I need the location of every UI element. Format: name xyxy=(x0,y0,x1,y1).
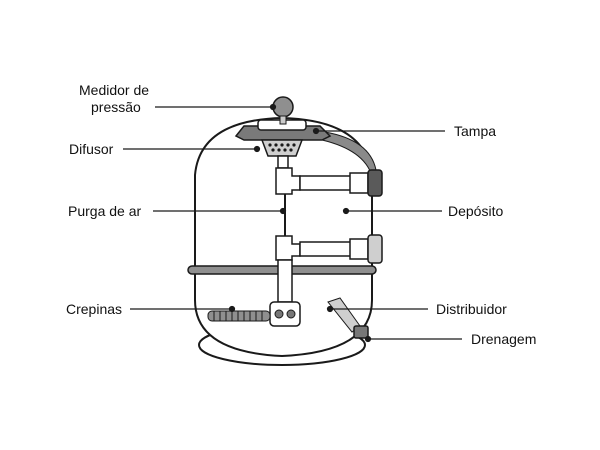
label-medidor-line1: Medidor de xyxy=(79,82,150,98)
hub-bolt-right xyxy=(286,309,296,319)
lower-pipe-coupling xyxy=(349,238,369,260)
label-purga: Purga de ar xyxy=(68,203,142,219)
leader-lines xyxy=(123,103,462,343)
upper-port xyxy=(367,169,383,197)
upper-pipe xyxy=(299,175,353,191)
diffuser-neck xyxy=(277,155,289,169)
label-tampa: Tampa xyxy=(454,123,497,139)
upper-pipe-coupling xyxy=(349,172,369,194)
gauge-stem xyxy=(279,115,287,125)
lower-port xyxy=(367,234,383,264)
drain-valve xyxy=(353,325,369,339)
label-medidor-line2: pressão xyxy=(91,99,141,115)
lower-pipe xyxy=(299,241,353,257)
label-deposito: Depósito xyxy=(448,203,504,219)
label-difusor: Difusor xyxy=(69,141,114,157)
label-distribuidor: Distribuidor xyxy=(436,301,507,317)
diffuser xyxy=(260,139,304,157)
hub-bolt-left xyxy=(274,309,284,319)
label-crepinas: Crepinas xyxy=(66,301,123,317)
laterals-crepinas xyxy=(207,310,271,322)
standpipe xyxy=(277,259,293,303)
label-drenagem: Drenagem xyxy=(471,331,537,347)
diffuser-holes xyxy=(268,143,296,152)
